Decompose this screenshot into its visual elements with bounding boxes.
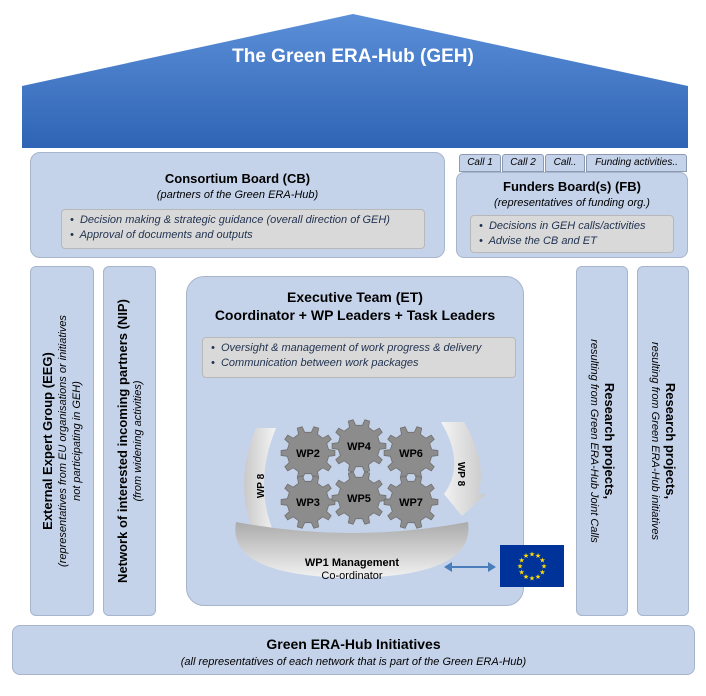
fb-bullet: • Decisions in GEH calls/activities [479, 220, 646, 232]
gear-label: WP7 [399, 497, 423, 509]
cb-title: Consortium Board (CB) [164, 171, 311, 186]
eu-star: ★ [523, 552, 529, 560]
gear-wp4-icon [331, 419, 387, 473]
fb-subtitle: (representatives of funding org.) [494, 197, 650, 209]
eu-star: ★ [535, 573, 541, 581]
wp8-left-label: WP 8 [256, 473, 267, 498]
cb-bullets: • Decision making & strategic guidance (… [61, 209, 425, 249]
eeg-subtitle-2: not participating in GEH) [71, 381, 84, 501]
gear-wp5-icon [331, 471, 387, 525]
roof [22, 14, 688, 148]
wp1-subtitle: Co-ordinator [321, 570, 382, 582]
funders-board: Funders Board(s) (FB) (representatives o… [456, 172, 688, 258]
nip-subtitle: (from widening activities) [131, 380, 144, 502]
eu-star: ★ [529, 575, 535, 583]
eu-star: ★ [539, 569, 545, 577]
wp8-left-arrow [244, 428, 276, 538]
eu-star: ★ [523, 573, 529, 581]
gear-label: WP4 [347, 441, 372, 453]
gear-label: WP3 [296, 497, 320, 509]
gear-label: WP5 [347, 493, 371, 505]
research-projects-joint-calls: Research projects, resulting from Green … [576, 266, 628, 616]
gear-wp7-icon [383, 475, 439, 529]
gear-wp2-icon [280, 426, 336, 480]
rp-init-title: Research projects, [663, 382, 679, 500]
wp1-bowl [235, 522, 469, 578]
et-title-1: Executive Team (ET) [287, 289, 423, 305]
rp-init-subtitle: resulting from Green ERA-Hub initiatives [649, 341, 662, 541]
et-bullet: • Communication between work packages [211, 357, 419, 369]
wp1-title: WP1 Management [305, 557, 399, 569]
nip-title: Network of interested incoming partners … [114, 299, 130, 583]
tab-call-2[interactable]: Call 2 [502, 154, 544, 172]
gear-wp3-icon [280, 475, 336, 529]
research-projects-initiatives: Research projects, resulting from Green … [637, 266, 689, 616]
rp-joint-subtitle: resulting from Green ERA-Hub Joint Calls [588, 339, 601, 543]
eu-star: ★ [517, 563, 523, 571]
fb-title: Funders Board(s) (FB) [503, 179, 641, 194]
eu-star: ★ [535, 552, 541, 560]
roof-title: The Green ERA-Hub (GEH) [232, 46, 474, 67]
eeg-title: External Expert Group (EEG) [40, 352, 56, 530]
wp8-right-arrow [441, 422, 486, 516]
initiatives-title: Green ERA-Hub Initiatives [266, 636, 441, 652]
et-bullet: • Oversight & management of work progres… [211, 342, 482, 354]
external-expert-group: External Expert Group (EEG) (representat… [30, 266, 94, 616]
et-title-2: Coordinator + WP Leaders + Task Leaders [214, 307, 496, 323]
cb-subtitle: (partners of the Green ERA-Hub) [156, 189, 319, 201]
fb-bullets: • Decisions in GEH calls/activities • Ad… [470, 215, 674, 253]
gear-label: WP6 [399, 448, 423, 460]
fb-bullet: • Advise the CB and ET [479, 235, 597, 247]
tab-call-1[interactable]: Call 1 [459, 154, 501, 172]
eu-star: ★ [529, 551, 535, 559]
initiatives-subtitle: (all representatives of each network tha… [180, 656, 527, 668]
gear-wp6-icon [383, 426, 439, 480]
rp-joint-title: Research projects, [602, 382, 618, 500]
tab-funding-activities[interactable]: Funding activities.. [586, 154, 687, 172]
consortium-board: Consortium Board (CB) (partners of the G… [30, 152, 445, 258]
eu-flag-icon: ★★★★★★★★★★★★ [500, 545, 564, 587]
cb-bullet: • Decision making & strategic guidance (… [70, 214, 390, 226]
gear-label: WP2 [296, 448, 320, 460]
tab-call-more[interactable]: Call.. [545, 154, 585, 172]
cb-bullet: • Approval of documents and outputs [70, 229, 253, 241]
et-bullets: • Oversight & management of work progres… [202, 337, 516, 378]
green-era-hub-initiatives: Green ERA-Hub Initiatives (all represent… [12, 625, 695, 675]
eu-star: ★ [518, 569, 524, 577]
eu-star: ★ [541, 563, 547, 571]
double-arrow-icon [444, 562, 496, 572]
eu-star: ★ [539, 557, 545, 565]
eu-star: ★ [518, 557, 524, 565]
wp8-right-label: WP 8 [455, 462, 466, 487]
nip-network: Network of interested incoming partners … [103, 266, 156, 616]
eeg-subtitle-1: (representatives from EU organisations o… [57, 315, 70, 567]
